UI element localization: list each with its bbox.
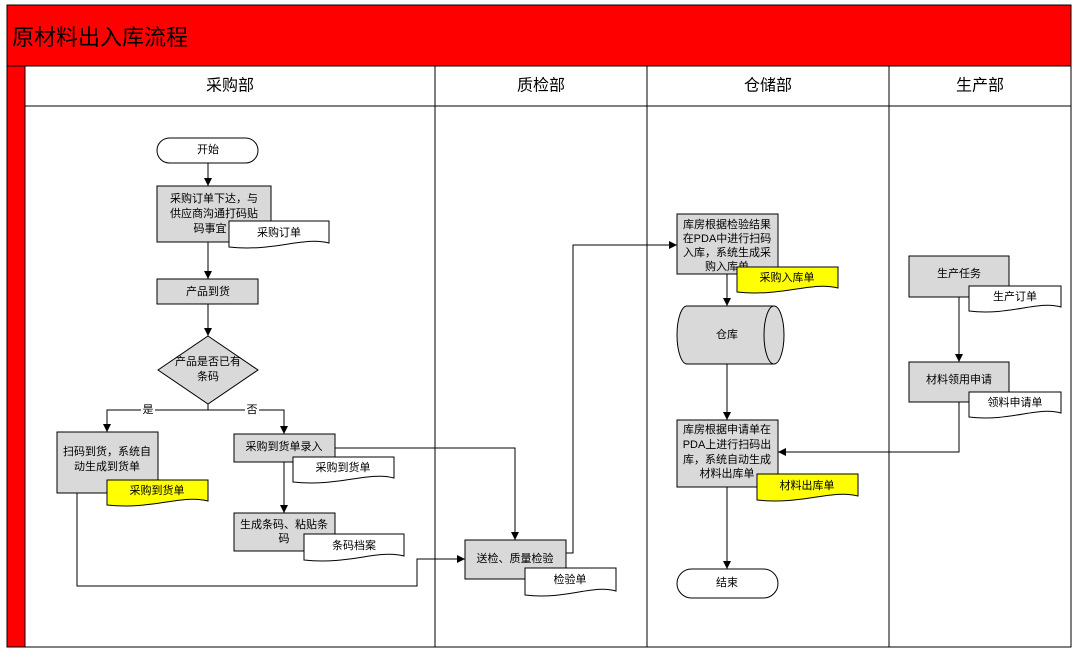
process-label-line: 码事宜 bbox=[194, 221, 227, 235]
doc-barcode-archive: 条码档案 bbox=[303, 533, 405, 562]
doc-production-order: 生产订单 bbox=[968, 285, 1062, 313]
process-box bbox=[156, 278, 259, 305]
lane-label-warehouse: 仓储部 bbox=[744, 77, 792, 95]
document-label: 采购订单 bbox=[257, 225, 301, 239]
decision-label-line: 产品是否已有 bbox=[175, 354, 241, 368]
process-label-line: 产品到货 bbox=[186, 284, 230, 298]
document-shape bbox=[968, 391, 1062, 419]
process-label-line: 送检、质量检验 bbox=[477, 551, 554, 565]
connectors bbox=[76, 163, 963, 587]
node-goods-arrival: 产品到货 bbox=[156, 278, 259, 305]
header-bar bbox=[6, 4, 1072, 67]
storage-label: 仓库 bbox=[716, 327, 738, 341]
document-shape bbox=[756, 473, 859, 502]
connector-request-to-outbound bbox=[778, 402, 960, 456]
decision-diamond bbox=[157, 335, 259, 405]
no-label-bg bbox=[245, 404, 259, 416]
document-label: 采购入库单 bbox=[760, 270, 815, 284]
lane-label-production: 生产部 bbox=[956, 77, 1004, 95]
yes-label-bg bbox=[141, 404, 155, 416]
lane-header-row bbox=[24, 65, 1072, 107]
end-label: 结束 bbox=[716, 576, 738, 589]
doc-receipt-note-entry: 采购到货单 bbox=[292, 456, 395, 484]
end-terminator bbox=[676, 568, 779, 599]
document-shape bbox=[736, 266, 839, 294]
document-label: 采购到货单 bbox=[130, 483, 185, 497]
storage-cylinder-edge bbox=[763, 305, 775, 365]
process-label-line: 材料出库单 bbox=[700, 466, 755, 480]
process-label-line: 采购订单下达，与 bbox=[170, 191, 258, 205]
process-label-line: 码 bbox=[279, 532, 290, 545]
process-label-line: 采购到货单录入 bbox=[246, 439, 323, 453]
node-receipt-entry: 采购到货单录入 bbox=[233, 433, 336, 463]
connector-scan-to-inspection bbox=[76, 493, 465, 587]
doc-inspection-report: 检验单 bbox=[524, 567, 617, 597]
lane-label-quality: 质检部 bbox=[517, 77, 565, 95]
process-label-line: 库，系统自动生成 bbox=[683, 452, 771, 466]
document-label: 生产订单 bbox=[993, 289, 1037, 303]
document-shape bbox=[106, 479, 209, 507]
process-label-line: 材料领用申请 bbox=[926, 372, 992, 386]
document-label: 条码档案 bbox=[332, 538, 376, 552]
node-barcode-decision: 产品是否已有 条码 bbox=[157, 335, 259, 405]
document-shape bbox=[968, 285, 1062, 313]
doc-receipt-note-auto: 采购到货单 bbox=[106, 479, 209, 507]
process-box bbox=[676, 213, 779, 275]
document-shape bbox=[524, 567, 617, 597]
document-shape bbox=[292, 456, 395, 484]
node-warehouse-inbound: 库房根据检验结果 在PDA中进行扫码 入库，系统生成采 购入库单 bbox=[676, 213, 779, 275]
start-label: 开始 bbox=[197, 142, 219, 156]
process-label-line: 库房根据检验结果 bbox=[683, 217, 771, 231]
document-label: 领料申请单 bbox=[988, 395, 1043, 409]
doc-material-outbound-note: 材料出库单 bbox=[756, 473, 859, 502]
process-label-line: 生产任务 bbox=[937, 266, 981, 280]
process-label-line: PDA上进行扫码出 bbox=[683, 437, 772, 451]
lane-label-purchasing: 采购部 bbox=[206, 77, 254, 95]
process-label-line: 生成条码、粘贴条 bbox=[240, 517, 328, 531]
decision-label-line: 条码 bbox=[197, 369, 219, 383]
document-shape bbox=[303, 533, 405, 562]
document-label: 材料出库单 bbox=[780, 478, 835, 492]
document-label: 检验单 bbox=[554, 572, 587, 586]
document-shape bbox=[228, 220, 330, 249]
process-label-line: 扫码到货，系统自 bbox=[63, 444, 151, 458]
connector-entry-to-inspection bbox=[335, 447, 519, 540]
node-inspection: 送检、质量检验 bbox=[464, 539, 567, 580]
connector-decision-no bbox=[208, 409, 288, 434]
process-label-line: 入库，系统生成采 bbox=[683, 245, 771, 259]
connector-decision-yes bbox=[103, 409, 208, 432]
doc-purchase-order: 采购订单 bbox=[228, 220, 330, 249]
process-label-line: 库房根据申请单在 bbox=[683, 422, 771, 436]
decision-branch-labels: 是 否 bbox=[141, 403, 259, 416]
left-strip bbox=[6, 65, 26, 648]
no-label: 否 bbox=[247, 404, 258, 416]
document-label: 采购到货单 bbox=[316, 460, 371, 474]
doc-requisition-form: 领料申请单 bbox=[968, 391, 1062, 419]
connector-inspection-to-inbound bbox=[566, 241, 677, 554]
start-terminator bbox=[156, 137, 259, 164]
doc-purchase-inbound-note: 采购入库单 bbox=[736, 266, 839, 294]
node-start: 开始 bbox=[156, 137, 259, 164]
diagram-header: 原材料出入库流程 bbox=[6, 4, 1072, 67]
process-label-line: 供应商沟通打码贴 bbox=[170, 206, 258, 220]
node-warehouse-storage: 仓库 bbox=[676, 305, 785, 365]
process-label-line: 动生成到货单 bbox=[74, 459, 140, 473]
node-end: 结束 bbox=[676, 568, 779, 599]
process-label-line: 在PDA中进行扫码 bbox=[683, 232, 772, 245]
yes-label: 是 bbox=[143, 403, 154, 416]
diagram-title: 原材料出入库流程 bbox=[12, 25, 188, 50]
